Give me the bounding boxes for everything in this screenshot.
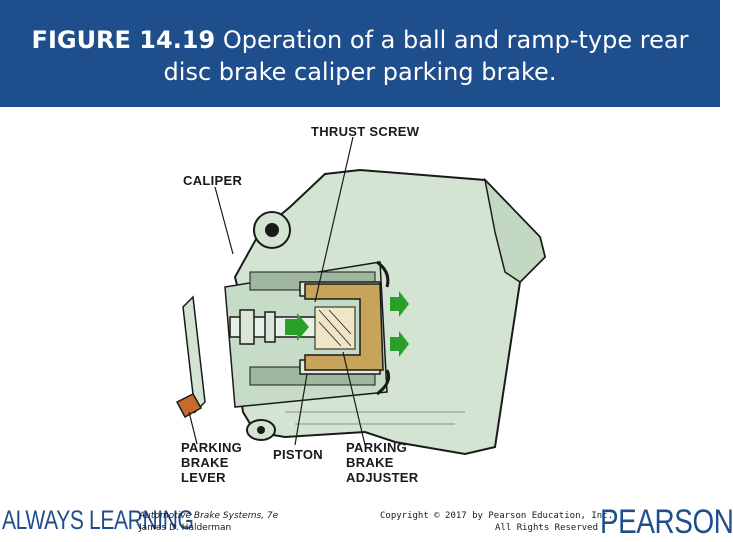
copyright-line-2: All Rights Reserved [495, 523, 598, 533]
leader-adjuster [342, 351, 366, 446]
parking-brake-adjuster [304, 283, 384, 371]
leader-caliper [214, 186, 234, 255]
brake-caliper-figure: THRUST SCREW CALIPER PARKING BRAKE LEVER… [165, 112, 565, 497]
arrow-thrust [285, 313, 309, 341]
piston-boot [376, 260, 391, 396]
parking-brake-lever-bar [182, 295, 206, 414]
figure-label: FIGURE 14.19 [31, 26, 216, 54]
pearson-logo: PEARSON [600, 503, 733, 541]
book-author: James D. Halderman [139, 523, 232, 533]
label-parking-brake-adjuster: PARKING BRAKE ADJUSTER [346, 440, 419, 485]
leader-lever [188, 411, 198, 445]
arrow-outward-upper [390, 291, 409, 317]
book-title: Automotive Brake Systems, 7e [139, 511, 279, 521]
book-citation: Automotive Brake Systems, 7e James D. Ha… [139, 510, 278, 534]
parking-brake-lever-tip [175, 393, 203, 419]
bleeder-hole [265, 223, 279, 237]
caliper-flange [483, 177, 546, 283]
label-thrust-screw: THRUST SCREW [311, 124, 420, 139]
copyright-notice: Copyright © 2017 by Pearson Education, I… [380, 510, 613, 534]
arrow-outward-lower [390, 331, 409, 357]
caliper-illustration [175, 136, 547, 456]
title-banner: FIGURE 14.19 Operation of a ball and ram… [0, 0, 720, 107]
leader-piston [294, 373, 308, 446]
slide-title: FIGURE 14.19 Operation of a ball and ram… [20, 24, 700, 88]
label-piston: PISTON [273, 447, 323, 462]
footer-bar [0, 500, 720, 540]
figure-caption: Operation of a ball and ramp-type rear d… [163, 26, 689, 86]
label-parking-brake-lever: PARKING BRAKE LEVER [181, 440, 243, 485]
label-caliper: CALIPER [183, 173, 243, 188]
copyright-line-1: Copyright © 2017 by Pearson Education, I… [380, 511, 613, 521]
leader-thrust-screw [314, 136, 354, 303]
always-learning-logo: ALWAYS LEARNING [2, 505, 194, 535]
